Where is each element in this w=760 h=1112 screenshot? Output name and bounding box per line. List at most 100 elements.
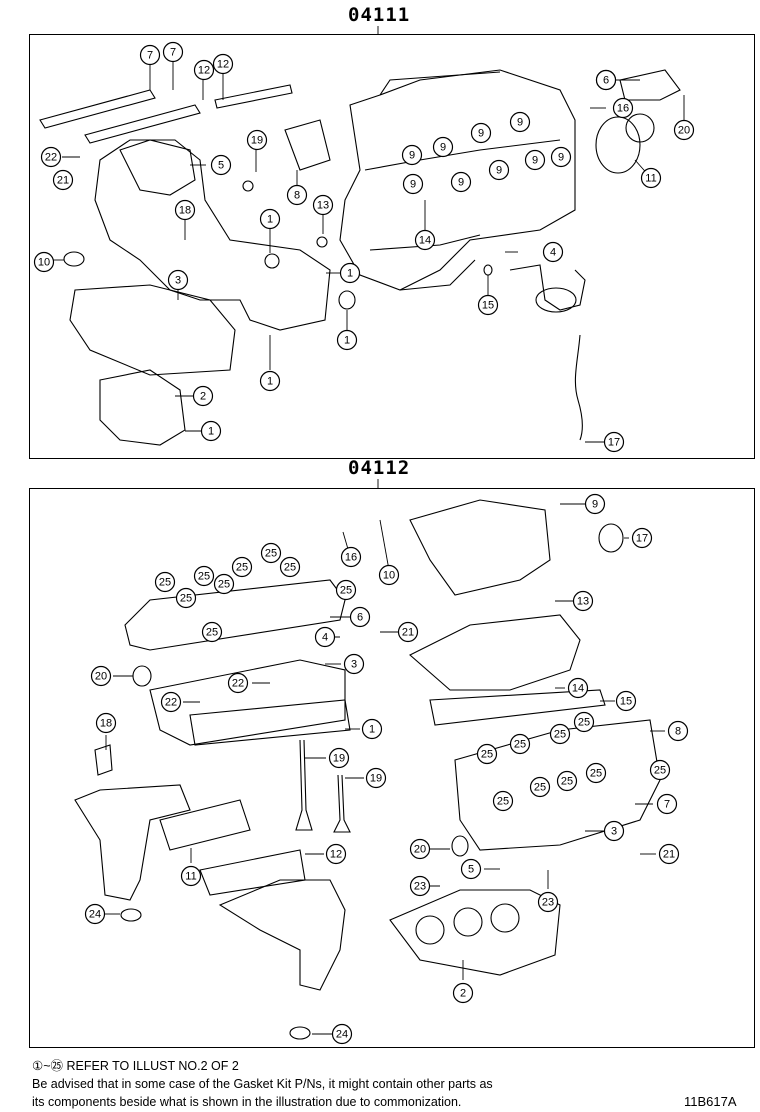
callout-upper-21-34: 21 xyxy=(52,169,74,191)
svg-text:23: 23 xyxy=(542,897,554,909)
svg-text:20: 20 xyxy=(95,671,107,683)
svg-text:5: 5 xyxy=(468,864,474,876)
callout-upper-9-15: 9 xyxy=(470,122,492,144)
callout-lower-3-3: 3 xyxy=(603,820,625,842)
notice-line-1: Be advised that in some case of the Gask… xyxy=(32,1077,493,1091)
callout-upper-17-30: 17 xyxy=(603,431,625,453)
callout-lower-18-18: 18 xyxy=(95,712,117,734)
svg-text:25: 25 xyxy=(534,782,546,794)
callout-upper-9-21: 9 xyxy=(550,146,572,168)
callout-lower-25-37: 25 xyxy=(279,556,301,578)
callout-lower-23-28: 23 xyxy=(537,891,559,913)
callout-lower-25-34: 25 xyxy=(213,573,235,595)
callout-lower-20-22: 20 xyxy=(409,838,431,860)
svg-text:9: 9 xyxy=(517,117,523,129)
callout-upper-20-32: 20 xyxy=(673,119,695,141)
callout-upper-15-28: 15 xyxy=(477,294,499,316)
callout-upper-9-20: 9 xyxy=(524,149,546,171)
callout-lower-25-38: 25 xyxy=(335,579,357,601)
callout-lower-13-13: 13 xyxy=(572,590,594,612)
svg-text:15: 15 xyxy=(482,300,494,312)
svg-text:21: 21 xyxy=(663,849,675,861)
callout-upper-1-4: 1 xyxy=(200,420,222,442)
callout-lower-25-48: 25 xyxy=(649,759,671,781)
svg-text:25: 25 xyxy=(590,768,602,780)
callout-lower-25-43: 25 xyxy=(573,711,595,733)
callout-upper-9-13: 9 xyxy=(401,144,423,166)
callout-lower-25-45: 25 xyxy=(529,776,551,798)
callout-lower-25-47: 25 xyxy=(585,762,607,784)
svg-text:9: 9 xyxy=(410,179,416,191)
section-title-upper: 04111 xyxy=(348,4,411,26)
svg-text:6: 6 xyxy=(357,612,363,624)
svg-text:22: 22 xyxy=(165,697,177,709)
callout-lower-24-30: 24 xyxy=(331,1023,353,1045)
callout-upper-10-22: 10 xyxy=(33,251,55,273)
small-seals-lower xyxy=(94,523,624,1040)
callout-upper-11-23: 11 xyxy=(640,167,662,189)
svg-text:2: 2 xyxy=(460,988,466,1000)
refer-note: ①~㉕ REFER TO ILLUST NO.2 OF 2 xyxy=(32,1058,239,1074)
svg-text:25: 25 xyxy=(180,593,192,605)
svg-text:18: 18 xyxy=(100,718,112,730)
callout-lower-24-29: 24 xyxy=(84,903,106,925)
notice-line-2: its components beside what is shown in t… xyxy=(32,1095,462,1109)
small-seals-upper xyxy=(63,119,493,310)
svg-text:9: 9 xyxy=(558,152,564,164)
svg-text:16: 16 xyxy=(345,552,357,564)
svg-text:20: 20 xyxy=(414,844,426,856)
svg-text:9: 9 xyxy=(458,177,464,189)
section-title-lower: 04112 xyxy=(348,457,411,479)
callout-upper-1-0: 1 xyxy=(259,208,281,230)
svg-text:12: 12 xyxy=(198,65,210,77)
callout-upper-19-12: 19 xyxy=(246,129,268,151)
svg-text:18: 18 xyxy=(179,205,191,217)
callout-upper-9-17: 9 xyxy=(402,173,424,195)
svg-text:6: 6 xyxy=(603,75,609,87)
refer-range: ①~㉕ xyxy=(32,1059,64,1073)
engine-block-drawing xyxy=(339,69,576,291)
callout-upper-1-2: 1 xyxy=(336,329,358,351)
callout-upper-14-27: 14 xyxy=(414,229,436,251)
callout-lower-21-23: 21 xyxy=(397,621,419,643)
svg-text:19: 19 xyxy=(251,135,263,147)
svg-text:1: 1 xyxy=(347,268,353,280)
svg-text:25: 25 xyxy=(218,579,230,591)
figure-code: 11B617A xyxy=(684,1094,737,1109)
callout-upper-3-6: 3 xyxy=(167,269,189,291)
svg-text:11: 11 xyxy=(645,173,656,185)
callout-lower-25-40: 25 xyxy=(476,743,498,765)
valve-drawing xyxy=(295,739,351,833)
callout-upper-9-19: 9 xyxy=(488,159,510,181)
callout-upper-9-18: 9 xyxy=(450,171,472,193)
svg-text:25: 25 xyxy=(265,548,277,560)
callout-lower-25-36: 25 xyxy=(260,542,282,564)
svg-text:25: 25 xyxy=(654,765,666,777)
svg-text:22: 22 xyxy=(232,678,244,690)
svg-text:1: 1 xyxy=(267,214,273,226)
svg-text:12: 12 xyxy=(330,849,342,861)
callout-lower-19-20: 19 xyxy=(365,767,387,789)
callout-upper-13-26: 13 xyxy=(312,194,334,216)
svg-text:7: 7 xyxy=(147,50,153,62)
svg-text:1: 1 xyxy=(208,426,214,438)
svg-text:10: 10 xyxy=(383,570,395,582)
svg-text:17: 17 xyxy=(636,533,648,545)
svg-text:13: 13 xyxy=(577,596,589,608)
svg-text:10: 10 xyxy=(38,257,50,269)
camshaft-drawing xyxy=(39,84,293,144)
svg-text:15: 15 xyxy=(620,696,632,708)
svg-text:3: 3 xyxy=(351,659,357,671)
svg-text:1: 1 xyxy=(267,376,273,388)
svg-text:9: 9 xyxy=(440,142,446,154)
svg-text:9: 9 xyxy=(478,128,484,140)
callout-lower-17-17: 17 xyxy=(631,527,653,549)
callout-upper-7-11: 7 xyxy=(162,41,184,63)
svg-text:21: 21 xyxy=(402,627,414,639)
callout-upper-8-33: 8 xyxy=(286,184,308,206)
callout-upper-9-16: 9 xyxy=(509,111,531,133)
svg-text:25: 25 xyxy=(236,562,248,574)
svg-text:24: 24 xyxy=(89,909,101,921)
callout-lower-10-10: 10 xyxy=(378,564,400,586)
